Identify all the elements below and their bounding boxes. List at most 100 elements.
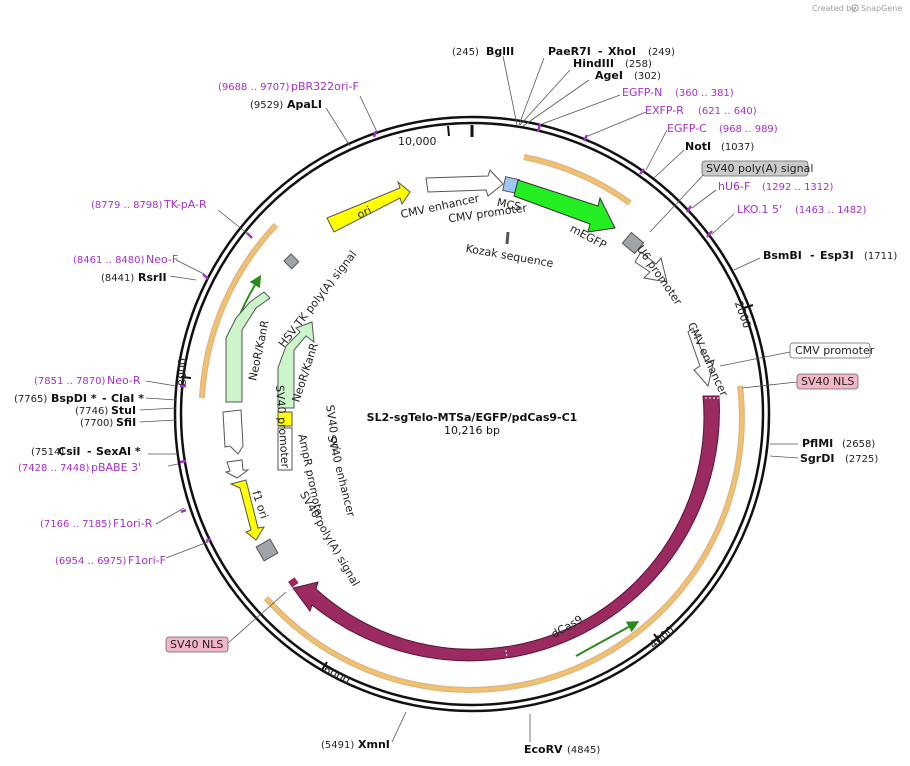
- svg-text:SV40 NLS: SV40 NLS: [170, 638, 223, 651]
- enzyme-xmni[interactable]: XmnI: [358, 738, 390, 751]
- enzyme-bglii[interactable]: BglII: [486, 45, 514, 58]
- primer-lko1-range: (1463 .. 1482): [795, 205, 867, 216]
- sv40-promoter-feature[interactable]: [222, 409, 244, 455]
- dcas9-direction-arrow: [575, 621, 640, 657]
- enzyme-esp3i[interactable]: Esp3I: [820, 249, 854, 262]
- sv40-ori-label: SV40 ori: [323, 404, 342, 452]
- primer-pbr322-range: (9688 .. 9707): [218, 82, 290, 93]
- sv40-promoter-label: SV40 promoter: [273, 385, 292, 469]
- enzyme-paer7i[interactable]: PaeR7I: [548, 45, 591, 58]
- boxed-label-sv40-nls-right[interactable]: SV40 NLS: [796, 373, 859, 390]
- svg-text:SV40 poly(A) signal: SV40 poly(A) signal: [706, 162, 813, 175]
- primer-tk-pa-r[interactable]: TK-pA-R: [163, 198, 207, 211]
- tick-label-4000: 4000: [647, 623, 677, 651]
- primer-ticks: [179, 123, 713, 543]
- sv40-polya-box-left[interactable]: [255, 538, 279, 562]
- enzyme-stui[interactable]: StuI: [111, 404, 136, 417]
- primer-egfp-n[interactable]: EGFP-N: [622, 86, 662, 99]
- neokanr-outer-feature[interactable]: [225, 291, 271, 403]
- snapgene-logo-icon: [851, 4, 859, 12]
- ori-feature[interactable]: [326, 180, 411, 233]
- enzyme-bspdi[interactable]: BspDI *: [51, 392, 97, 405]
- primer-lko1[interactable]: LKO.1 5': [737, 203, 782, 216]
- enzyme-hindiii[interactable]: HindIII: [573, 57, 614, 70]
- enzyme-xhoi[interactable]: XhoI: [608, 45, 636, 58]
- ampr-promoter-feature[interactable]: [224, 459, 250, 479]
- primer-egfp-c[interactable]: EGFP-C: [667, 122, 707, 135]
- sv40-polya-feature[interactable]: [621, 231, 645, 255]
- sv40-enhancer-label: SV40 enhancer: [325, 434, 358, 519]
- enzyme-clai[interactable]: ClaI *: [111, 392, 144, 405]
- primer-exfp-r-range: (621 .. 640): [698, 106, 757, 117]
- enzyme-sgrdi-pos: (2725): [845, 454, 878, 465]
- tick-10000: 10,000: [398, 125, 450, 148]
- sv40-ori-feature[interactable]: [277, 411, 293, 427]
- enzyme-stui-pos: (7746): [75, 406, 108, 417]
- neokanr-inner-feature[interactable]: [277, 321, 315, 409]
- sv40-enhancer-feature[interactable]: [277, 427, 293, 471]
- tick-label-6000: 6000: [321, 663, 352, 688]
- enzyme-esp3i-pos: (1711): [864, 251, 897, 262]
- u6-promoter-feature[interactable]: [634, 251, 668, 283]
- enzyme-apali[interactable]: ApaLI: [287, 98, 322, 111]
- primer-pbabe[interactable]: pBABE 3': [91, 461, 141, 474]
- primer-f1ori-f[interactable]: F1ori-F: [128, 554, 166, 567]
- tick-label-8000: 8000: [176, 358, 189, 386]
- enzyme-bsmbi[interactable]: BsmBI: [763, 249, 802, 262]
- enzyme-apali-pos: (9529): [250, 100, 283, 111]
- enzyme-xmni-pos: (5491): [321, 740, 354, 751]
- primer-exfp-r[interactable]: EXFP-R: [645, 104, 684, 117]
- backbone-outer-ring: [173, 115, 771, 713]
- cmv-enhancer-feature[interactable]: [425, 169, 504, 197]
- enzyme-sgrdi[interactable]: SgrDI: [800, 452, 834, 465]
- primer-f1ori-r[interactable]: F1ori-R: [113, 517, 153, 530]
- boxed-label-sv40-nls-left[interactable]: SV40 NLS: [165, 636, 229, 653]
- enzyme-agei-pos: (302): [634, 71, 661, 82]
- enzyme-csii-pos: (7514): [31, 447, 64, 458]
- hsv-tk-marker: [283, 253, 300, 270]
- tick-4000: 4000: [647, 623, 677, 651]
- primer-neo-f[interactable]: Neo-F: [146, 253, 178, 266]
- primer-pbabe-range: (7428 .. 7448): [18, 463, 90, 474]
- primer-f1ori-r-range: (7166 .. 7185): [40, 519, 112, 530]
- enzyme-noti[interactable]: NotI: [685, 140, 711, 153]
- boxed-label-sv40-polya[interactable]: SV40 poly(A) signal: [701, 160, 813, 177]
- plasmid-size: 10,216 bp: [444, 424, 500, 437]
- enzyme-bglii-pos: (245): [452, 47, 479, 58]
- cmv-enhancer2-label: CMV enhancer: [685, 320, 731, 398]
- dcas9-feature[interactable]: [292, 395, 720, 662]
- orf-arcs: [199, 154, 745, 693]
- primer-egfp-c-range: (968 .. 989): [719, 124, 778, 135]
- cmv-enhancer2-feature[interactable]: [687, 327, 715, 388]
- primer-neo-r[interactable]: Neo-R: [107, 374, 141, 387]
- primer-pbr322[interactable]: pBR322ori-F: [291, 80, 359, 93]
- primer-neo-r-range: (7851 .. 7870): [34, 376, 106, 387]
- enzyme-ecorv[interactable]: EcoRV: [524, 743, 563, 756]
- enzyme-agei[interactable]: AgeI: [595, 69, 623, 82]
- enzyme-esp3i-dash: -: [810, 249, 815, 262]
- megfp-feature[interactable]: [513, 179, 616, 233]
- leader-lines: [139, 55, 799, 743]
- boxed-label-cmv-promoter[interactable]: CMV promoter: [789, 342, 875, 359]
- enzyme-pflmi[interactable]: PflMI: [802, 437, 833, 450]
- enzyme-sexai[interactable]: SexAI *: [96, 445, 141, 458]
- f1-ori-feature[interactable]: [229, 479, 266, 541]
- enzyme-csii[interactable]: CsiI: [58, 445, 80, 458]
- sv40-nls-marker-bottom[interactable]: [288, 577, 299, 588]
- ampr-promoter-label: AmpR promoter: [295, 433, 326, 522]
- svg-text:SV40 NLS: SV40 NLS: [801, 375, 854, 388]
- enzyme-bspdi-pos: (7765): [14, 394, 47, 405]
- tick-2000: 2000: [732, 299, 754, 330]
- primer-tk-pa-r-range: (8779 .. 8798): [91, 200, 163, 211]
- kozak-label: Kozak sequence: [465, 242, 555, 270]
- primer-neo-f-range: (8461 .. 8480): [73, 255, 145, 266]
- enzyme-noti-pos: (1037): [721, 142, 754, 153]
- primer-hu6-f[interactable]: hU6-F: [718, 180, 750, 193]
- enzyme-hindiii-pos: (258): [625, 59, 652, 70]
- enzyme-xhoi-dash: -: [598, 45, 603, 58]
- enzyme-clai-dash: -: [102, 392, 107, 405]
- enzyme-sfii[interactable]: SfiI: [116, 416, 136, 429]
- enzyme-rsrii[interactable]: RsrII: [138, 271, 167, 284]
- primer-f1ori-f-range: (6954 .. 6975): [55, 556, 127, 567]
